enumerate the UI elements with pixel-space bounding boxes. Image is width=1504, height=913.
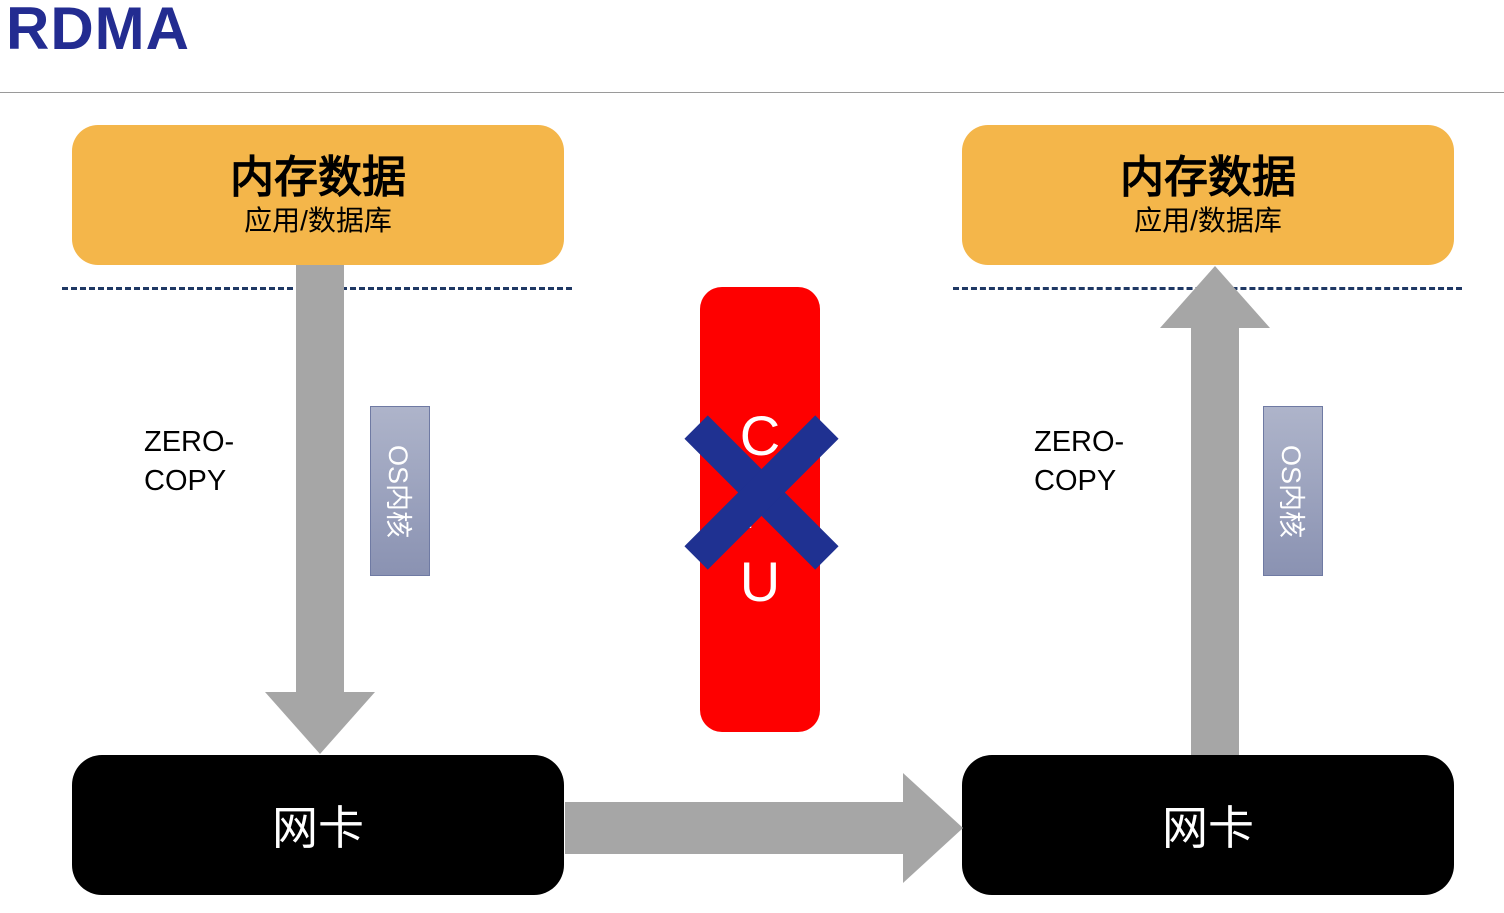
right-memory-subtitle: 应用/数据库 bbox=[1134, 204, 1282, 236]
cpu-letter-u: U bbox=[739, 549, 781, 613]
right-zero-copy-label: ZERO- COPY bbox=[1034, 426, 1125, 498]
right-memory-title: 内存数据 bbox=[1120, 152, 1296, 202]
right-up-arrow-shaft bbox=[1191, 328, 1239, 757]
left-memory-title: 内存数据 bbox=[230, 152, 406, 202]
right-nic-label: 网卡 bbox=[1162, 802, 1254, 854]
left-nic-box: 网卡 bbox=[72, 755, 564, 895]
left-os-kernel-badge: OS内核 bbox=[370, 406, 430, 576]
left-os-kernel-label: OS内核 bbox=[382, 444, 413, 538]
left-memory-subtitle: 应用/数据库 bbox=[244, 204, 392, 236]
left-down-arrow-head bbox=[265, 692, 375, 754]
right-os-kernel-badge: OS内核 bbox=[1263, 406, 1323, 576]
nic-transfer-arrow-shaft bbox=[565, 802, 905, 854]
right-memory-box: 内存数据 应用/数据库 bbox=[962, 125, 1454, 265]
left-nic-label: 网卡 bbox=[272, 802, 364, 854]
page-title: RDMA bbox=[6, 0, 190, 62]
nic-transfer-arrow-head bbox=[903, 773, 963, 883]
title-divider bbox=[0, 92, 1504, 93]
left-zero-copy-label: ZERO- COPY bbox=[144, 426, 235, 498]
left-memory-box: 内存数据 应用/数据库 bbox=[72, 125, 564, 265]
cpu-cross-out-x bbox=[669, 400, 854, 585]
right-nic-box: 网卡 bbox=[962, 755, 1454, 895]
left-down-arrow-shaft bbox=[296, 265, 344, 692]
right-up-arrow-head bbox=[1160, 266, 1270, 328]
right-os-kernel-label: OS内核 bbox=[1275, 444, 1306, 538]
